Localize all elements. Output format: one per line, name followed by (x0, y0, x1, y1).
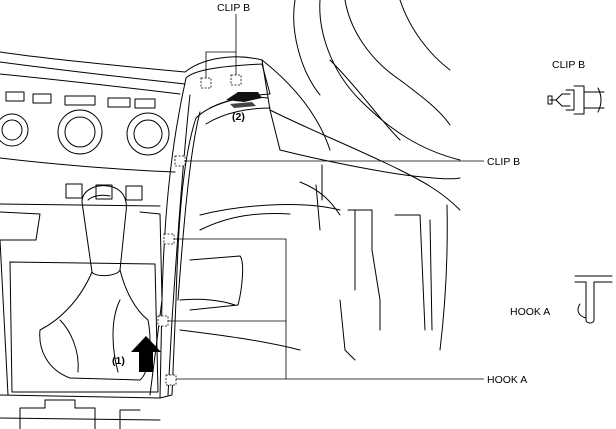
steering-linework (179, 0, 461, 361)
step-1-arrow (131, 336, 161, 372)
shift-lever (9, 185, 159, 393)
clip-b-marker (200, 77, 212, 89)
step-1-label: (1) (112, 355, 125, 367)
step-2-arrow (226, 92, 262, 108)
leader-lines (168, 14, 484, 380)
dashboard-linework (0, 51, 186, 429)
clip-b-detail-label: CLIP B (552, 59, 585, 71)
hook-a-marker (157, 315, 169, 327)
clip-b-marker (174, 155, 186, 167)
clip-b-side-label: CLIP B (487, 156, 520, 168)
hook-a-marker (163, 233, 175, 245)
clip-b-detail-drawing (547, 85, 605, 115)
hook-a-detail-drawing (574, 275, 613, 324)
pillar-trim-panel (159, 63, 271, 399)
clip-b-top-label: CLIP B (217, 2, 250, 14)
hook-a-detail-label: HOOK A (510, 306, 550, 318)
hook-a-side-label: HOOK A (487, 374, 527, 386)
hook-a-marker (165, 374, 177, 386)
clip-b-marker (230, 74, 242, 86)
step-2-label: (2) (232, 111, 245, 123)
